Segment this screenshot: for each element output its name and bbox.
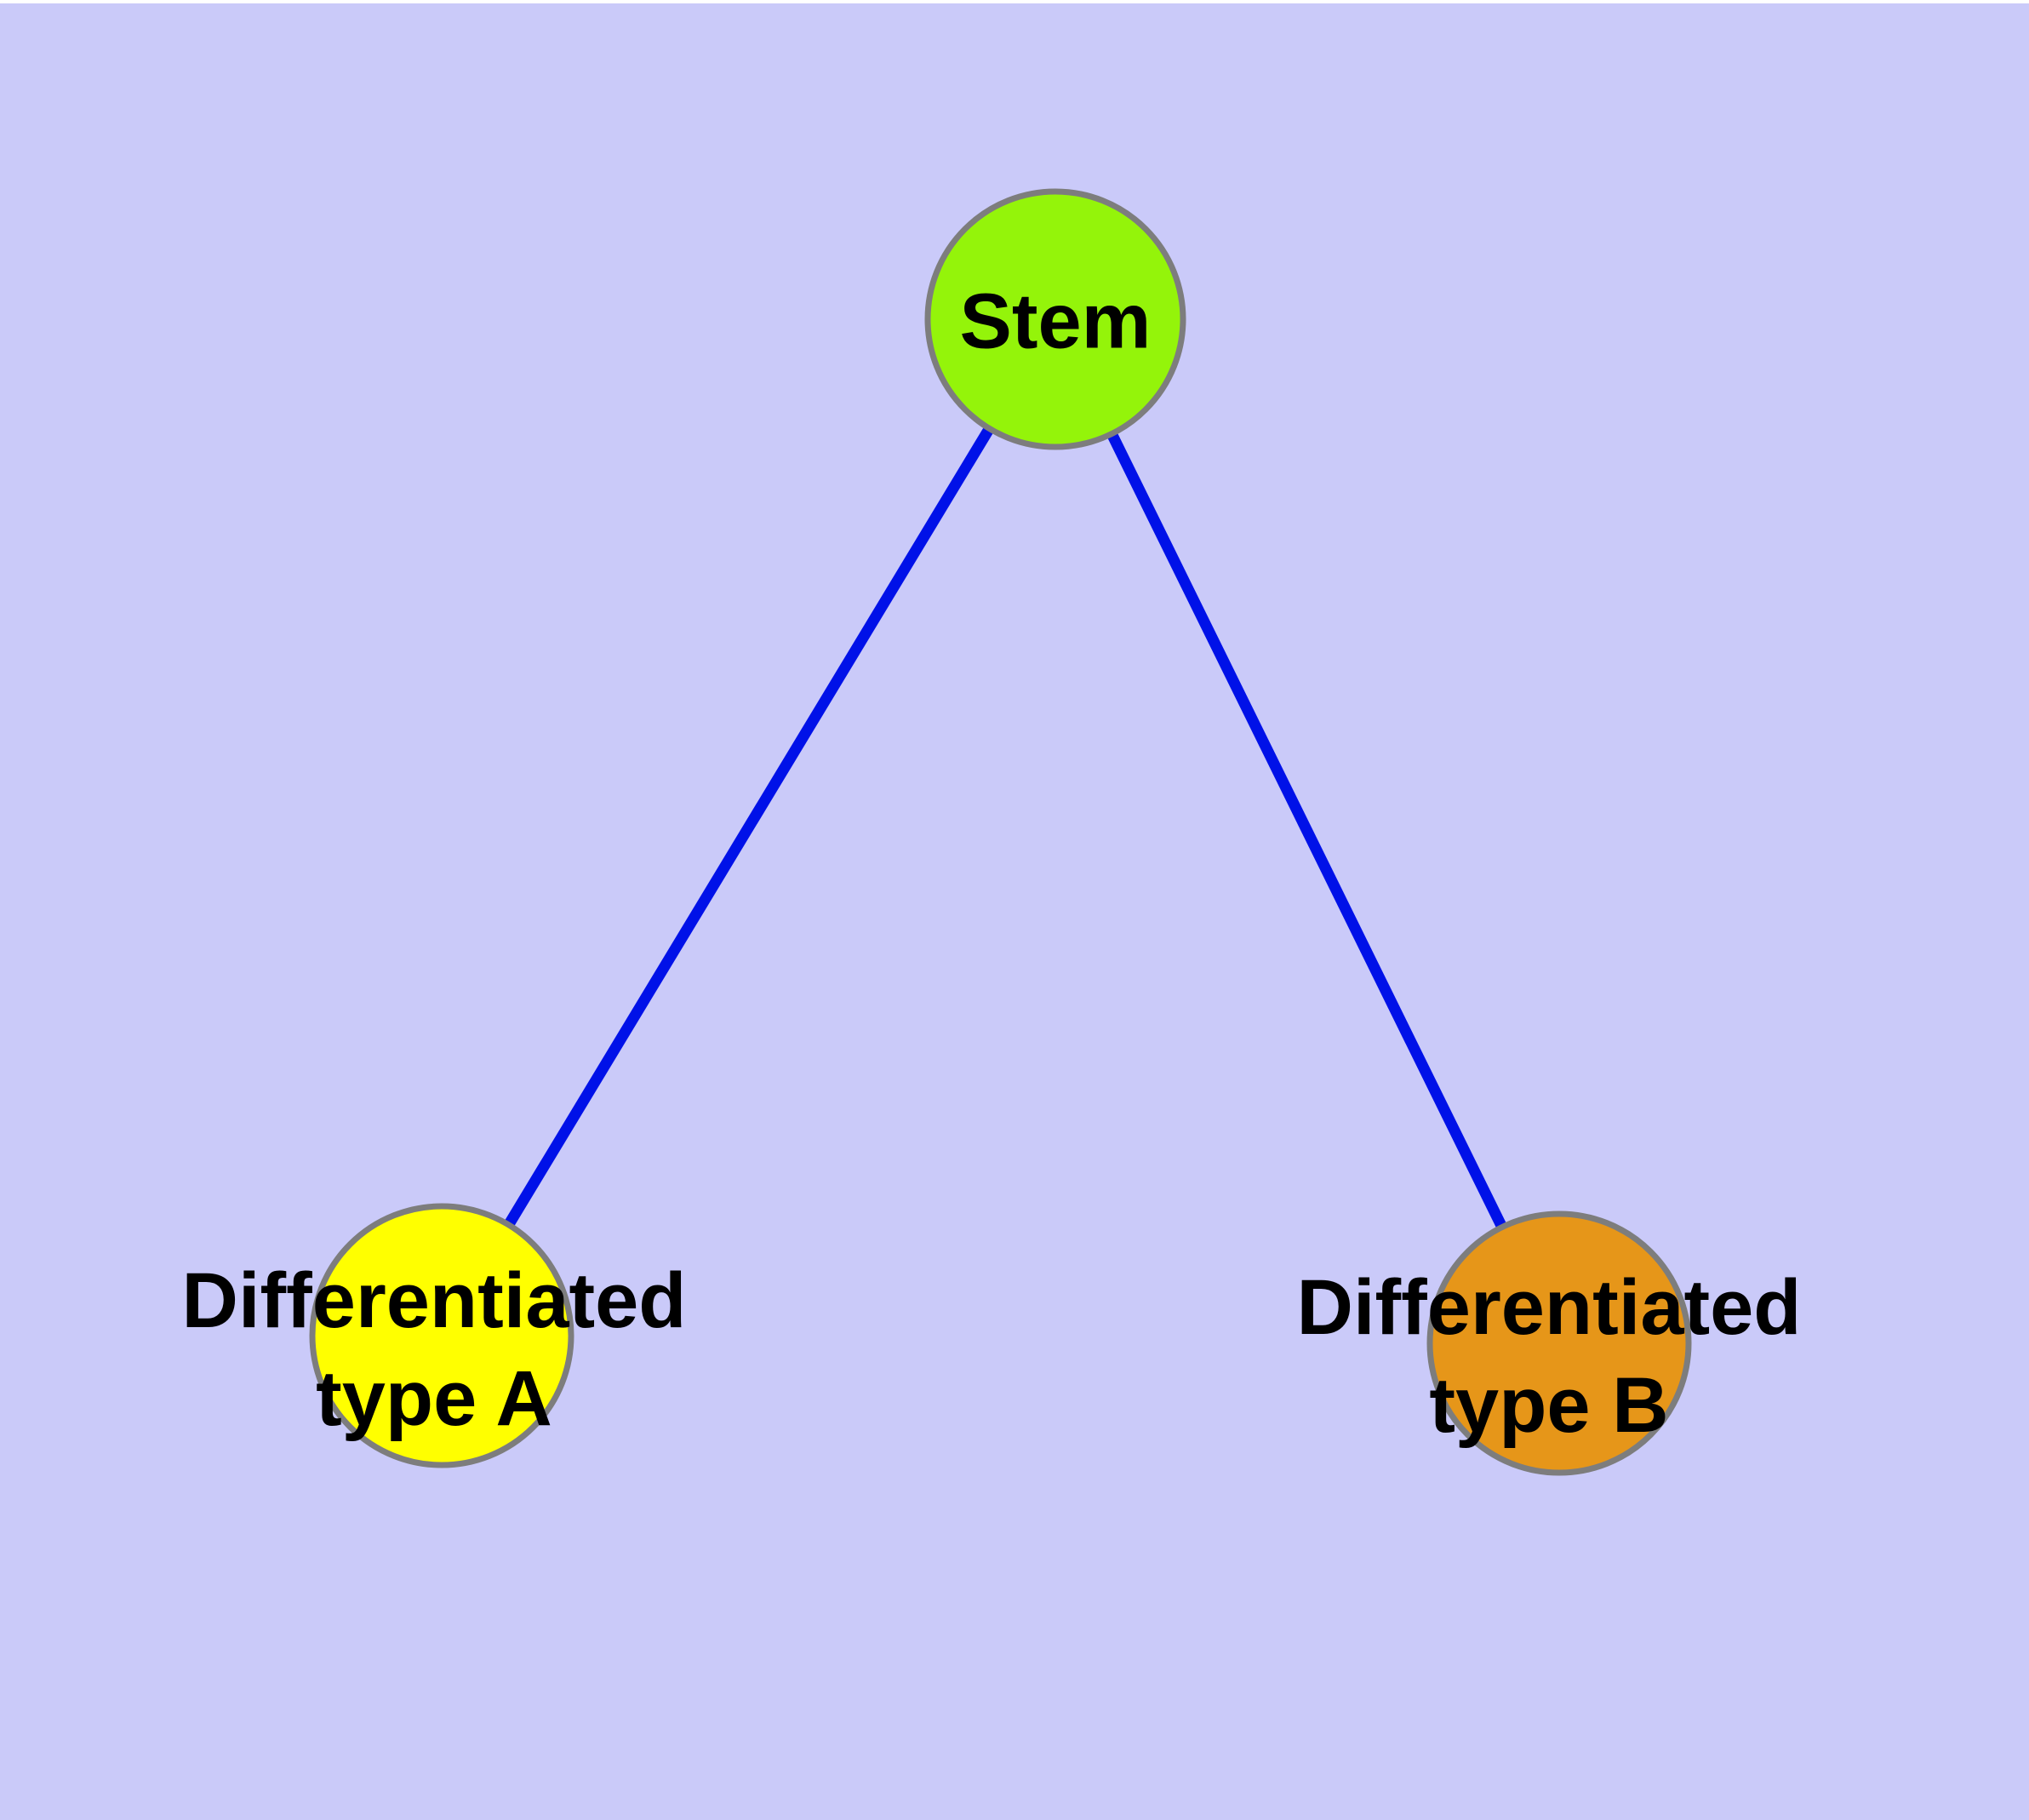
node-stem-label: Stem <box>960 273 1152 371</box>
node-differentiated-type-b-label-line-2: type B <box>1429 1362 1669 1449</box>
node-differentiated-type-a-circle <box>309 1203 574 1468</box>
node-differentiated-type-a-label-line-2: type A <box>316 1355 552 1442</box>
node-differentiated-type-b-label-line-1: Differentiated <box>1296 1264 1802 1351</box>
node-differentiated-type-b-circle <box>1426 1210 1692 1476</box>
node-differentiated-type-a-label: Differentiated type A <box>182 1252 687 1448</box>
node-stem-label-line: Stem <box>959 278 1152 365</box>
edge-stem-to-differentiated-type-b <box>1050 317 1564 1346</box>
edge-stem-to-differentiated-type-a <box>437 316 1060 1339</box>
node-differentiated-type-b-label: Differentiated type B <box>1297 1259 1802 1455</box>
node-stem-circle <box>924 188 1186 450</box>
node-differentiated-type-a-label-line-1: Differentiated <box>181 1257 687 1344</box>
